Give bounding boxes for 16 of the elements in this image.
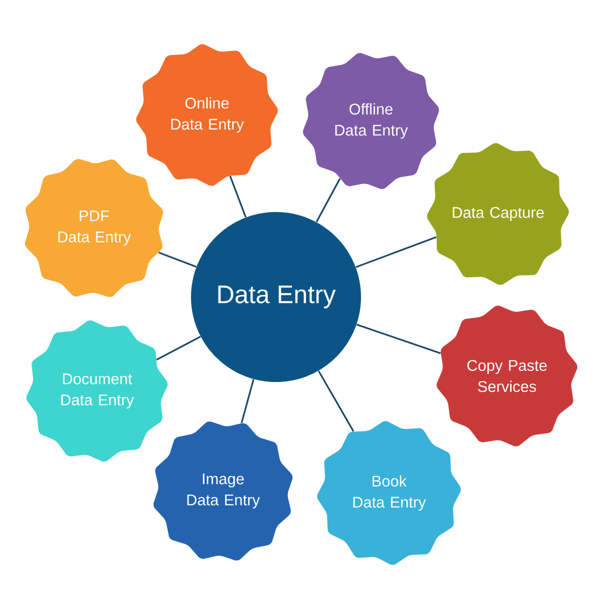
- starburst-badge: Book Data Entry: [317, 421, 461, 565]
- starburst-badge: Offline Data Entry: [303, 53, 439, 190]
- connector-line: [240, 379, 254, 424]
- starburst-badge: Data Capture: [427, 143, 569, 285]
- starburst-badge: Image Data Entry: [153, 421, 293, 561]
- connector-line: [356, 324, 441, 354]
- connector-line: [318, 370, 354, 432]
- starburst-badge: PDF Data Entry: [24, 158, 164, 298]
- connector-line: [229, 176, 247, 218]
- starburst-badge: Copy Paste Services: [436, 306, 578, 446]
- connector-line: [356, 236, 437, 268]
- connector-line: [158, 252, 197, 268]
- connector-line: [156, 336, 201, 360]
- connector-line: [316, 178, 341, 222]
- starburst-badge: Online Data Entry: [136, 44, 278, 186]
- starburst-badge: Document Data Entry: [26, 320, 168, 462]
